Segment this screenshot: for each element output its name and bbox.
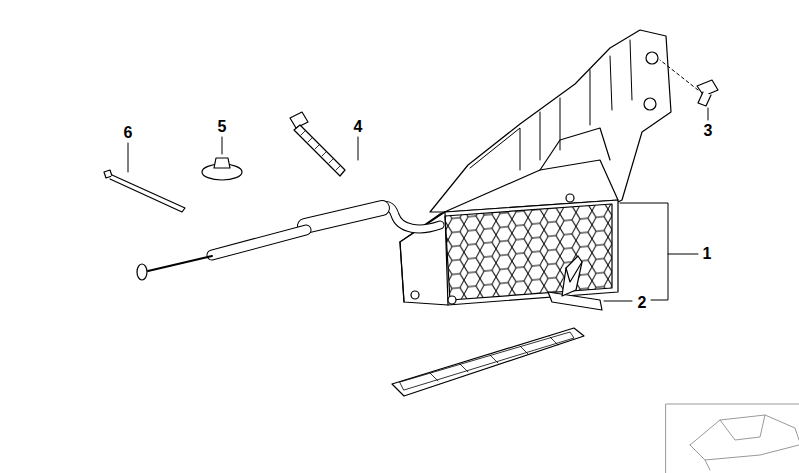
callout-number: 2 bbox=[637, 295, 648, 311]
bolt bbox=[697, 80, 718, 96]
leader-line bbox=[358, 137, 359, 160]
cover-plate bbox=[392, 328, 584, 396]
leader-line bbox=[604, 301, 632, 302]
cover-tab bbox=[548, 292, 602, 310]
callout-number: 1 bbox=[702, 246, 713, 262]
callout-number: 5 bbox=[217, 119, 228, 135]
leader-line bbox=[660, 60, 698, 90]
leader-line bbox=[222, 137, 223, 154]
group-bracket bbox=[620, 203, 668, 300]
callout-number: 4 bbox=[353, 119, 364, 135]
leader-line bbox=[708, 108, 709, 120]
leader-line bbox=[128, 143, 129, 172]
leader-line bbox=[668, 254, 698, 255]
car-thumbnail bbox=[666, 404, 799, 473]
callout-number: 6 bbox=[123, 125, 134, 141]
cable-tie bbox=[104, 170, 112, 178]
callout-number: 3 bbox=[703, 123, 714, 139]
